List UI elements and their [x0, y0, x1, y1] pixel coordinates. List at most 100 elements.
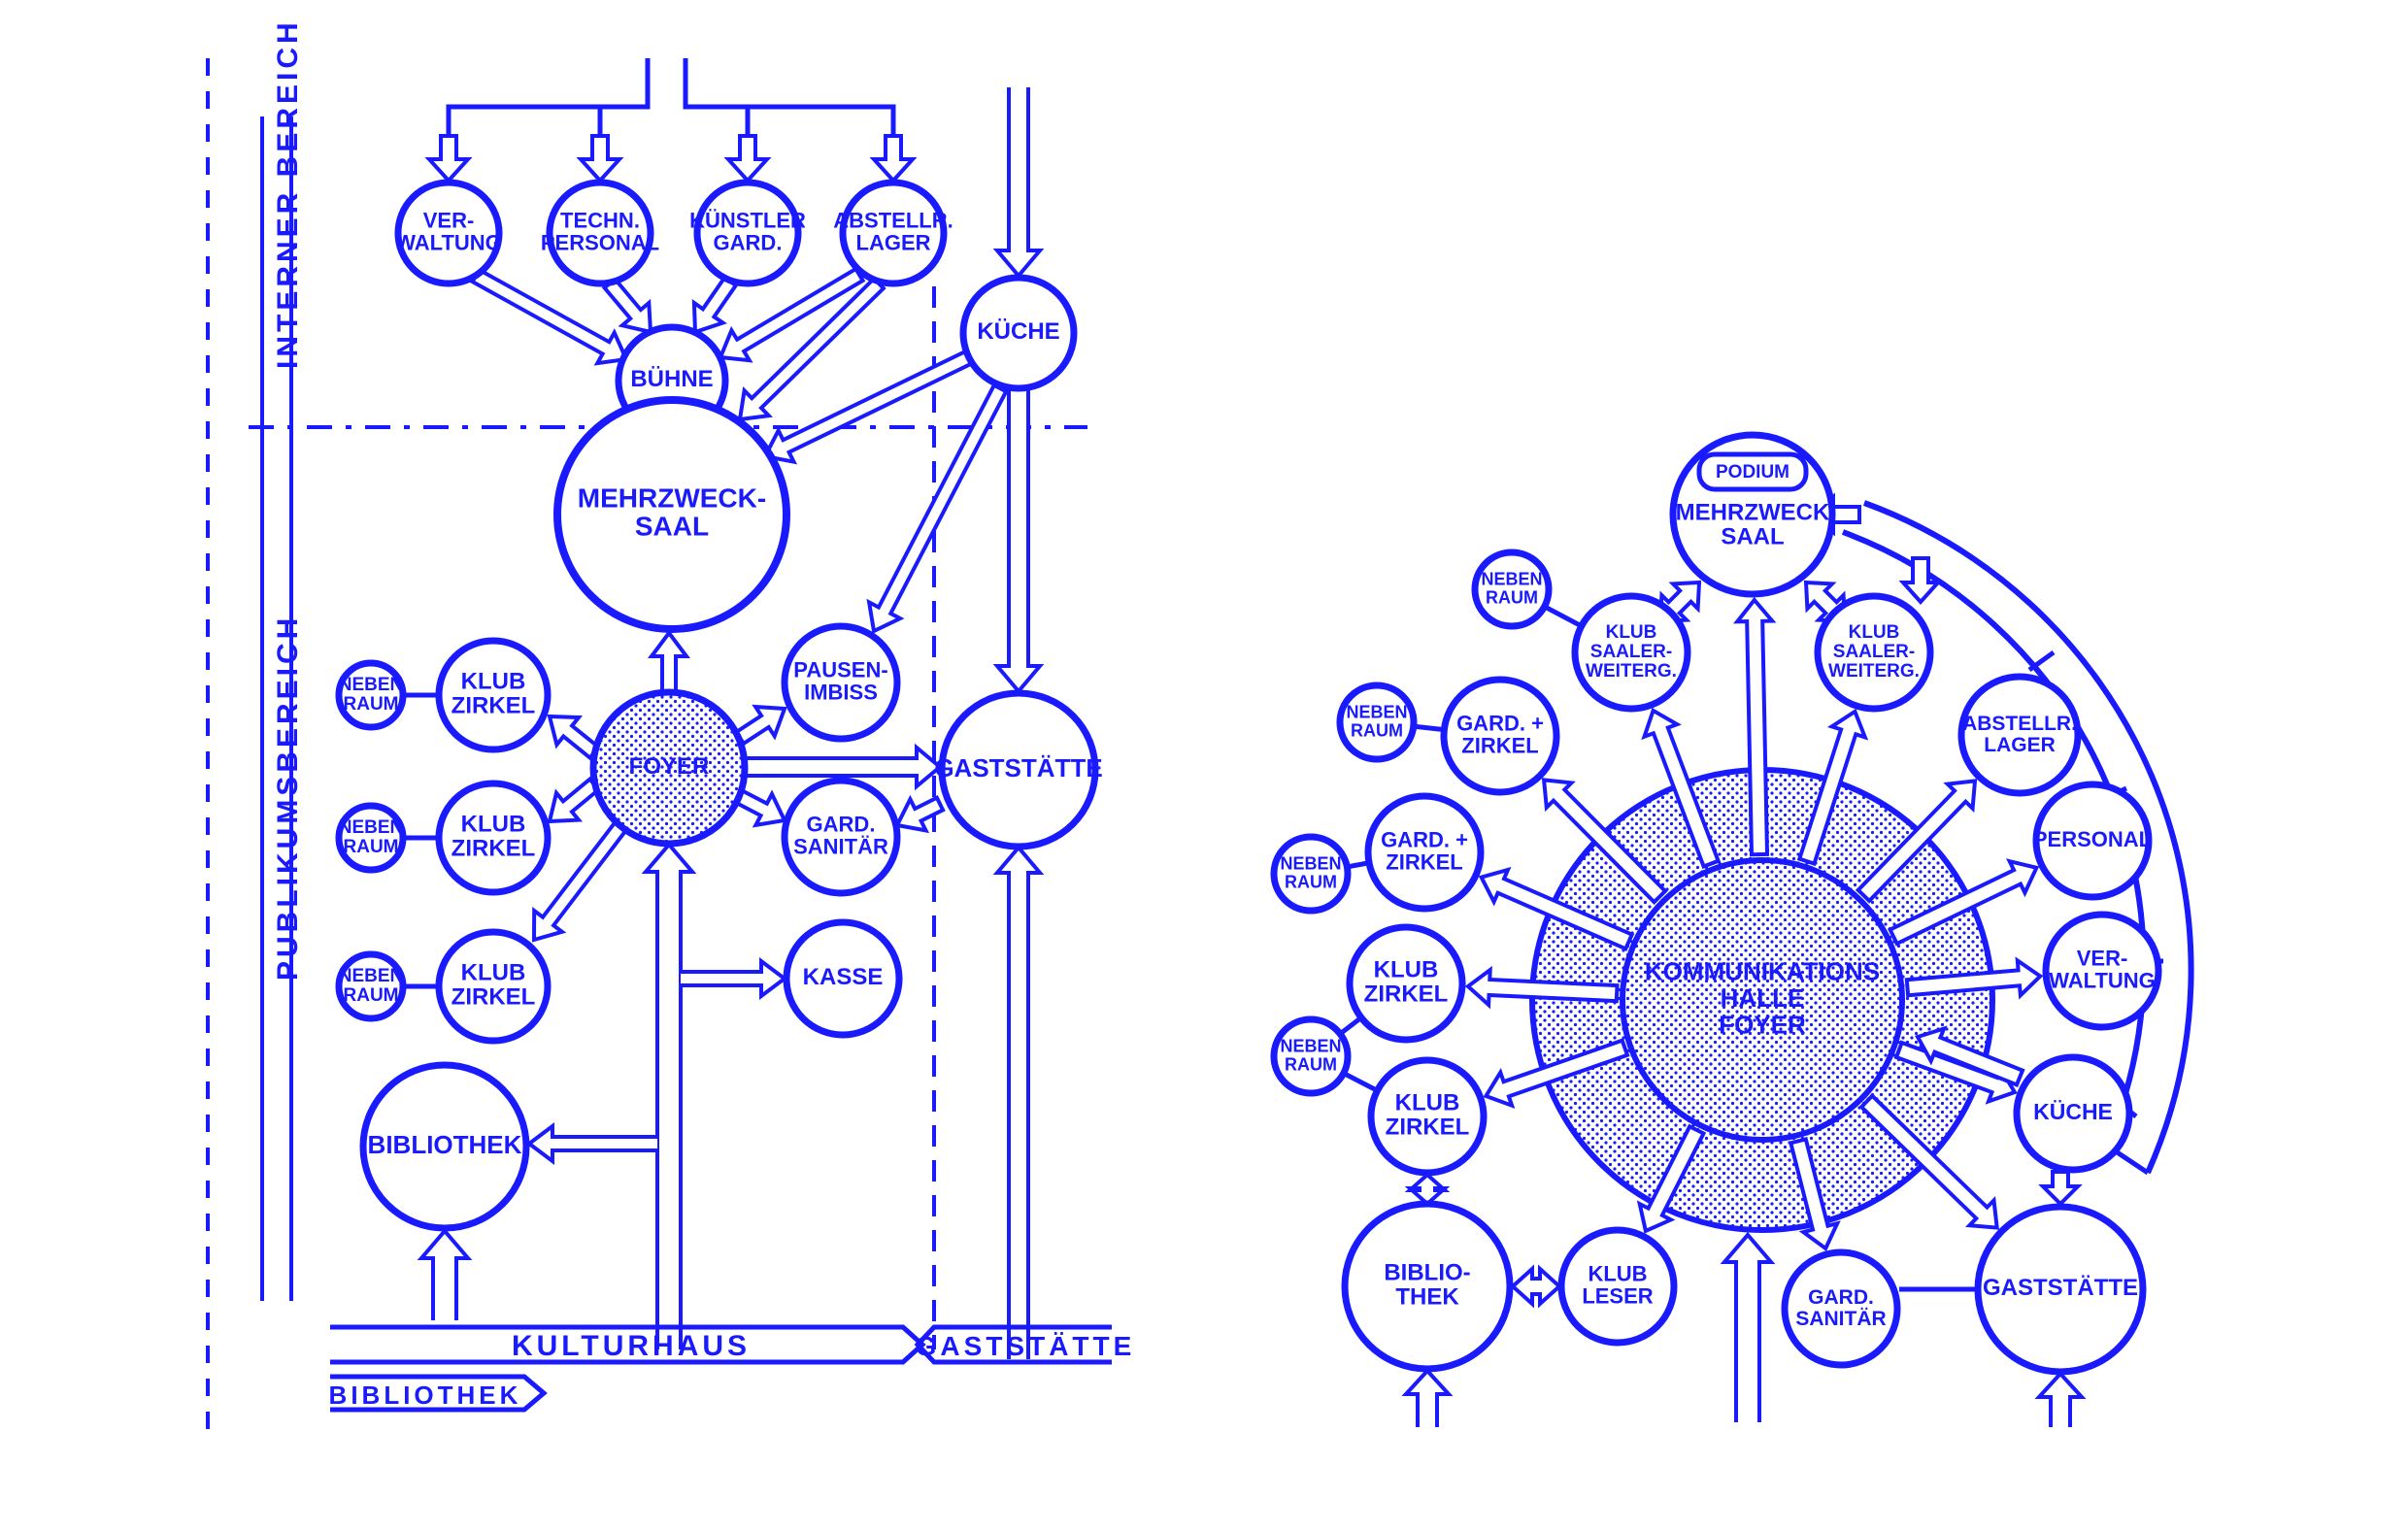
label-verwaltung-line: WALTUNG [395, 230, 502, 254]
label-kueche-line: KÜCHE [2033, 1099, 2113, 1124]
hall-arrow-gaststaette [1858, 1092, 1999, 1230]
kueche-to-gaststaette-arrow [992, 386, 1045, 695]
label-kuenstlergard-line: GARD. [714, 230, 783, 254]
arrow-kueche-hall [1915, 1025, 2025, 1087]
node-gardzirkel2 [1364, 792, 1485, 913]
label-kueche-line: KÜCHE [977, 318, 1059, 345]
node-kasse [783, 918, 903, 1039]
label-klub3-line: ZIRKEL [452, 984, 536, 1011]
hall-arrow-klubsaal2 [1796, 708, 1869, 867]
arrow-bib-klubleser [1510, 1264, 1562, 1309]
node-neben1 [1471, 549, 1553, 630]
label-neben2-line: NEBEN [339, 817, 404, 838]
kueche-feed-arrow [992, 87, 1045, 280]
label-hall-line: KOMMUNIKATIONS [1645, 957, 1880, 986]
hall-entry-arrow [1720, 1231, 1776, 1422]
label-neben2-line: RAUM [1351, 720, 1403, 740]
arrow-klubzirkel-bib [1404, 1172, 1451, 1207]
hall-arrow-gardzirkel1 [1541, 778, 1668, 906]
label-verwaltung: VER-WALTUNG [2049, 946, 2156, 992]
label-gardsanitaer: GARD.SANITÄR [793, 812, 888, 858]
label-neben2-line: RAUM [344, 837, 399, 857]
label-neben1-line: NEBEN [1481, 569, 1542, 588]
node-klub1 [435, 637, 552, 753]
label-bibliothek: BIBLIO-THEK [1384, 1260, 1470, 1311]
node-neben3 [1270, 833, 1352, 915]
label-klubleser-line: LESER [1582, 1283, 1653, 1308]
label-klub1-line: KLUB [461, 669, 526, 695]
label-verwaltung-line: WALTUNG [2049, 968, 2156, 992]
node-klub2 [435, 780, 552, 896]
hall-core [1620, 857, 1905, 1143]
bibliothek-entry-arrow [417, 1227, 473, 1320]
arrow-abstelllager-saal [737, 276, 886, 422]
label-foyer: FOYER [629, 753, 710, 780]
node-gardzirkel1 [1440, 676, 1560, 796]
gaststaette-band-label: GASTSTÄTTE [916, 1331, 1136, 1361]
label-technpersonal-line: TECHN. [560, 208, 640, 232]
label-hall-line: HALLE [1721, 983, 1805, 1013]
label-saal-line: SAAL [1721, 524, 1784, 550]
node-neben3 [335, 950, 407, 1022]
internal-zone-label: INTERNER BEREICH [272, 18, 304, 369]
arrow-foyer-klub3 [531, 818, 630, 943]
label-technpersonal-line: PERSONAL [541, 230, 659, 254]
node-verwaltung [2042, 911, 2162, 1031]
label-klubsaal1-line: WEITERG. [1586, 661, 1677, 682]
arrow-kueche-saal [762, 349, 975, 465]
node-klubleser [1557, 1226, 1678, 1347]
label-technpersonal: TECHN.PERSONAL [541, 208, 659, 254]
label-neben3-line: NEBEN [1280, 853, 1341, 873]
label-mehrzwecksaal-line: MEHRZWECK- [578, 483, 766, 514]
label-gaststaette: GASTSTÄTTE [1983, 1275, 2138, 1301]
top-feed-pipe-left [446, 58, 651, 146]
hall-arrow-klubzirkel1 [1464, 965, 1620, 1010]
service-arc-inner [1841, 529, 2147, 1148]
label-gardsanitaer-line: SANITÄR [793, 834, 888, 858]
node-kuenstlergard [693, 179, 802, 287]
label-mehrzwecksaal-line: SAAL [635, 512, 709, 542]
feed-arrow-2 [723, 134, 772, 183]
label-pausenimbiss: PAUSEN-IMBISS [793, 657, 887, 704]
gaststaette-band [914, 1324, 1112, 1365]
label-abstelllager: ABSTELLR.LAGER [1962, 713, 2077, 756]
label-gardzirkel2: GARD. +ZIRKEL [1381, 827, 1468, 874]
arrow-abstelllager-buehne [718, 266, 866, 363]
hall-arrow-gardsanitaer [1788, 1136, 1841, 1252]
label-bibliothek-line: BIBLIO- [1384, 1260, 1470, 1286]
node-bibliothek [1341, 1200, 1514, 1373]
label-gardsanitaer-line: GARD. [1808, 1286, 1874, 1309]
label-klubzirkel1-line: ZIRKEL [1364, 982, 1449, 1008]
kulturhaus-band-label: KULTURHAUS [512, 1330, 751, 1362]
node-klubsaal1 [1571, 592, 1691, 713]
arrow-foyer-klub1 [547, 714, 602, 761]
label-klubsaal1-line: SAALER- [1590, 642, 1672, 662]
label-gardsanitaer: GARD.SANITÄR [1795, 1286, 1886, 1330]
node-pausenimbiss [781, 622, 901, 743]
node-neben2 [1336, 682, 1418, 763]
label-neben2-line: NEBEN [1346, 702, 1407, 721]
node-klub3 [435, 928, 552, 1045]
node-kueche [959, 274, 1078, 392]
label-kuenstlergard-line: KÜNSTLER [689, 208, 806, 232]
arc-arrow-top [1898, 556, 1943, 605]
node-abstelllager [839, 179, 948, 287]
label-personal-line: PERSONAL [2033, 827, 2152, 851]
arc-spoke-0 [2027, 649, 2056, 673]
bibliothek-entry-arrow-right [1401, 1368, 1454, 1427]
kulturhaus-band [330, 1324, 926, 1365]
arrow-gaststaette-sanitaer [894, 794, 946, 834]
bibliothek-band-label: BIBLIOTHEK [329, 1381, 522, 1410]
node-verwaltung [394, 179, 503, 287]
arrow-to-kasse [681, 957, 788, 1000]
node-bibliothek [359, 1061, 530, 1232]
hall-arrow-klubsaal1 [1641, 707, 1722, 870]
label-neben3-line: RAUM [1285, 872, 1337, 891]
